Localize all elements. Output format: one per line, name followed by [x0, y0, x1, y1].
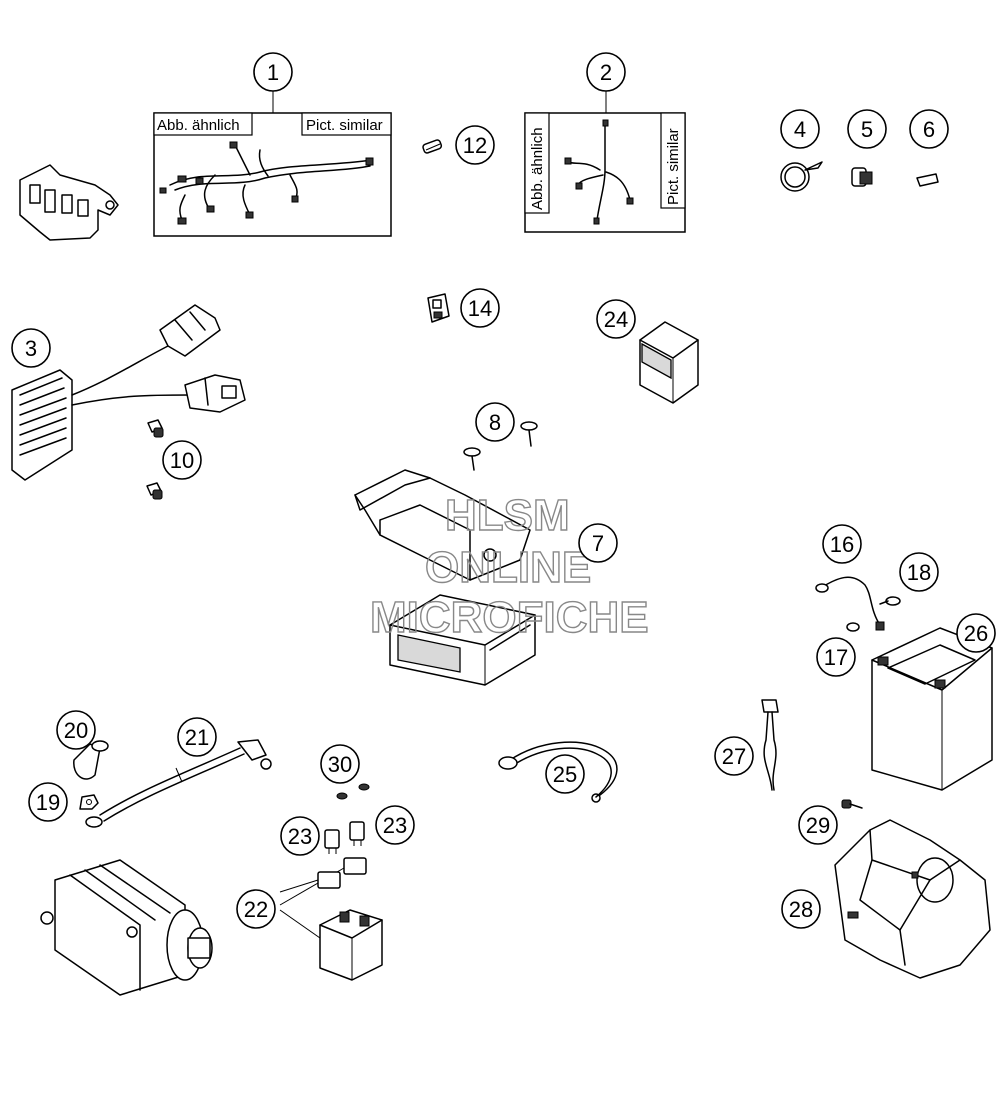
- callout-12: 12: [455, 125, 495, 165]
- callout-6: 6: [909, 109, 949, 149]
- regulator-plug-b: [184, 374, 246, 413]
- callout-26: 26: [956, 613, 996, 653]
- pict-similar-de-label-2: Abb. ähnlich: [529, 127, 546, 210]
- callout-25: 25: [545, 754, 585, 794]
- screws-part-30: [336, 783, 370, 800]
- svg-text:1: 1: [267, 60, 279, 85]
- screw-part-18: [879, 596, 901, 606]
- callout-29: 29: [798, 805, 838, 845]
- callout-14: 14: [460, 288, 500, 328]
- watermark: HLSM ONLINE MICROFICHE: [369, 490, 649, 642]
- svg-text:7: 7: [592, 531, 604, 556]
- svg-text:25: 25: [553, 762, 577, 787]
- cable-tie-part: [780, 161, 823, 192]
- callout-2: 2: [586, 52, 626, 92]
- svg-text:19: 19: [36, 790, 60, 815]
- svg-text:12: 12: [463, 133, 487, 158]
- ecu-unit-part: [389, 594, 536, 686]
- battery-cable-part: [815, 576, 885, 631]
- svg-text:20: 20: [64, 718, 88, 743]
- cable-strap-part: [761, 699, 779, 791]
- callout-1: 1: [253, 52, 293, 92]
- callout-10: 10: [162, 440, 202, 480]
- callout-7: 7: [578, 523, 618, 563]
- callout-23-b: 23: [375, 805, 415, 845]
- starter-relay-part: [317, 857, 383, 981]
- svg-text:6: 6: [923, 117, 935, 142]
- svg-text:23: 23: [383, 813, 407, 838]
- callout-3: 3: [11, 328, 51, 368]
- callout-27: 27: [714, 736, 754, 776]
- holder-part: [916, 173, 939, 187]
- svg-text:4: 4: [794, 117, 806, 142]
- svg-text:3: 3: [25, 336, 37, 361]
- regulator-plug-a: [159, 304, 221, 357]
- screws-part-10: [146, 419, 164, 500]
- relay-block-part: [639, 321, 699, 404]
- harness-bracket: [19, 164, 119, 241]
- nut-part-19: [79, 794, 99, 810]
- pict-similar-en-label-2: Pict. similar: [665, 128, 682, 205]
- bolts-part-8: [463, 421, 538, 471]
- callout-16: 16: [822, 524, 862, 564]
- svg-text:23: 23: [288, 824, 312, 849]
- starter-cable-part: [85, 739, 272, 828]
- svg-text:2: 2: [600, 60, 612, 85]
- watermark-line-3: MICROFICHE: [370, 593, 649, 642]
- voltage-regulator-part: [11, 304, 246, 481]
- svg-text:30: 30: [328, 752, 352, 777]
- sub-harness-box: Abb. ähnlich Pict. similar: [524, 112, 686, 233]
- ground-cable-part: [498, 741, 618, 803]
- svg-text:5: 5: [861, 117, 873, 142]
- callout-5: 5: [847, 109, 887, 149]
- callout-17: 17: [816, 637, 856, 677]
- callouts: 1 2 3 4 5 6 7 8 10 12 14 16 17 18 19 20 …: [11, 52, 996, 929]
- callout-30: 30: [320, 744, 360, 784]
- callout-18: 18: [899, 552, 939, 592]
- washer-part: [846, 622, 860, 632]
- callout-23-a: 23: [280, 816, 320, 856]
- callout-24: 24: [596, 299, 636, 339]
- fuse-part-a: [324, 829, 340, 854]
- sub-harness-drawing: [564, 119, 634, 225]
- ecu-bracket-part: [354, 469, 531, 581]
- connector-part: [427, 293, 450, 323]
- callout-19: 19: [28, 782, 68, 822]
- svg-text:29: 29: [806, 813, 830, 838]
- svg-text:24: 24: [604, 307, 628, 332]
- svg-text:16: 16: [830, 532, 854, 557]
- wiring-harness-box: Abb. ähnlich Pict. similar: [153, 112, 392, 237]
- battery-part: [871, 627, 993, 791]
- bolt-part-29: [841, 799, 863, 809]
- svg-text:17: 17: [824, 645, 848, 670]
- svg-text:10: 10: [170, 448, 194, 473]
- svg-text:27: 27: [722, 744, 746, 769]
- svg-text:21: 21: [185, 725, 209, 750]
- callout-21: 21: [177, 717, 217, 757]
- wiring-harness-drawing: [159, 141, 374, 225]
- watermark-line-2: ONLINE: [425, 543, 591, 592]
- starter-motor-part: [40, 859, 213, 996]
- pict-similar-en-label: Pict. similar: [306, 117, 383, 134]
- watermark-line-1: HLSM: [445, 491, 570, 540]
- callout-20: 20: [56, 710, 96, 750]
- clip-part: [851, 167, 873, 187]
- callout-28: 28: [781, 889, 821, 929]
- svg-text:8: 8: [489, 410, 501, 435]
- fuse-part-b: [349, 821, 365, 846]
- svg-text:28: 28: [789, 897, 813, 922]
- battery-holder-part: [834, 819, 991, 979]
- bulb-part: [422, 139, 443, 154]
- callout-4: 4: [780, 109, 820, 149]
- boot-part-20: [73, 740, 109, 780]
- svg-text:14: 14: [468, 296, 492, 321]
- callout-8: 8: [475, 402, 515, 442]
- callout-22: 22: [236, 889, 276, 929]
- svg-text:26: 26: [964, 621, 988, 646]
- svg-text:22: 22: [244, 897, 268, 922]
- pict-similar-de-label: Abb. ähnlich: [157, 117, 240, 134]
- svg-text:18: 18: [907, 560, 931, 585]
